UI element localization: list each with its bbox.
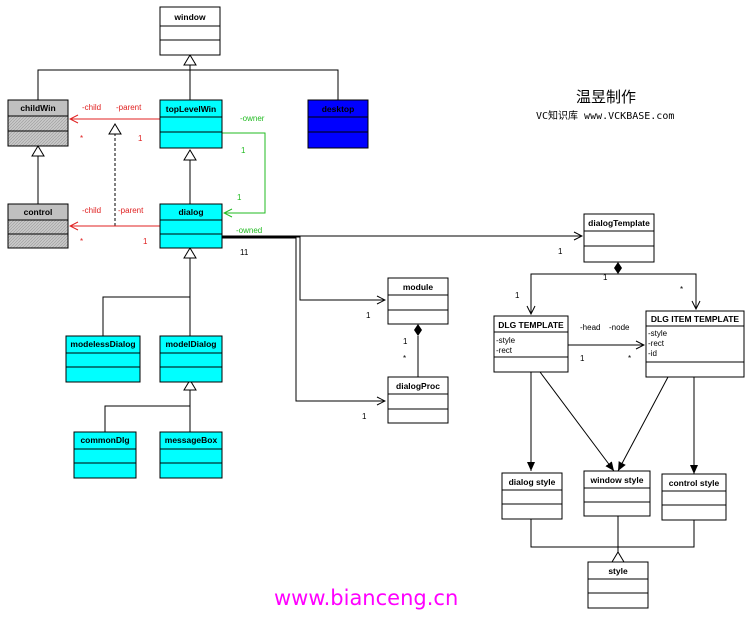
class-module[interactable]: module	[387, 277, 449, 325]
label-owner: -owner	[240, 114, 265, 123]
label-module-comp-one: 1	[403, 337, 408, 346]
class-dialogStyle[interactable]: dialog style	[501, 472, 563, 520]
label-dialogTemplate-comp: 1	[603, 273, 608, 282]
association-dialog-module	[222, 236, 385, 300]
attr-dlgItemTemplate-style: -style	[648, 329, 668, 338]
class-dialogProc[interactable]: dialogProc	[387, 376, 449, 424]
composition-diamond-module	[414, 324, 422, 336]
class-modelDialog[interactable]: modelDialog	[159, 335, 223, 383]
association-dialog-dialogProc	[222, 237, 385, 401]
label-node: -node	[609, 323, 630, 332]
generalization-styles-style	[530, 519, 695, 548]
class-controlStyle-title: control style	[669, 478, 720, 488]
class-control-title: control	[24, 207, 53, 217]
class-desktop-title: desktop	[322, 104, 355, 114]
attr-dlgItemTemplate-id: -id	[648, 349, 657, 358]
dependency-dlgItemTemplate-windowStyle	[617, 376, 669, 472]
class-dialogProc-title: dialogProc	[396, 381, 440, 391]
triangle-window	[183, 54, 197, 66]
class-control[interactable]: control	[7, 203, 69, 249]
generalization-modelessDialog-dialog	[102, 296, 190, 336]
class-dlgItemTemplate[interactable]: DLG ITEM TEMPLATE -style -rect -id	[645, 310, 745, 378]
label-child-bottom: -child	[82, 206, 101, 215]
class-modelDialog-title: modelDialog	[165, 339, 216, 349]
footer-url[interactable]: www.bianceng.cn	[274, 586, 459, 610]
association-owner-owned	[222, 132, 266, 213]
class-desktop[interactable]: desktop	[307, 99, 369, 149]
class-windowStyle[interactable]: window style	[583, 470, 651, 517]
label-dlgTemplate-mult: 1	[515, 291, 520, 300]
label-child-top: -child	[82, 103, 101, 112]
class-dlgTemplate-title: DLG TEMPLATE	[498, 320, 564, 330]
class-dialogStyle-title: dialog style	[509, 477, 556, 487]
composition-diamond-dialogTemplate	[614, 262, 622, 274]
label-dialog-mult: 11	[240, 248, 249, 257]
class-childWin-title: childWin	[20, 103, 55, 113]
class-childWin[interactable]: childWin	[7, 99, 69, 147]
triangle-dependency	[108, 123, 122, 135]
dependency-dlgTemplate-windowStyle	[539, 371, 615, 472]
class-dialog-title: dialog	[178, 207, 203, 217]
triangle-style	[611, 551, 625, 563]
label-owned-mult: 1	[237, 193, 242, 202]
label-head: -head	[580, 323, 600, 332]
label-head-mult: 1	[580, 354, 585, 363]
connectors	[37, 65, 696, 552]
label-dlgItemTemplate-mult: *	[680, 285, 683, 294]
site-watermark: VC知识库 www.VCKBASE.com	[536, 111, 675, 122]
triangle-topLevelWin	[183, 149, 197, 161]
label-dialogTemplate-mult: 1	[558, 247, 563, 256]
class-dlgItemTemplate-title: DLG ITEM TEMPLATE	[651, 314, 739, 324]
author-watermark: 温昱制作	[576, 88, 637, 106]
label-many-bottom: *	[80, 237, 83, 246]
label-module-mult: 1	[366, 311, 371, 320]
class-module-title: module	[403, 282, 433, 292]
label-dialogProc-mult: 1	[362, 412, 367, 421]
class-topLevelWin-title: topLevelWin	[166, 104, 216, 114]
class-commonDlg-title: commonDlg	[80, 435, 129, 445]
class-dialogTemplate[interactable]: dialogTemplate	[583, 213, 655, 263]
label-owner-mult: 1	[241, 146, 246, 155]
label-parent-bottom: -parent	[118, 206, 144, 215]
triangle-dialog	[183, 247, 197, 259]
label-node-mult: *	[628, 354, 631, 363]
composition-dialogTemplate-dlgTemplate	[531, 273, 618, 314]
association-labels: -child -parent * 1 -child -parent * 1 -o…	[80, 103, 683, 421]
class-commonDlg[interactable]: commonDlg	[73, 431, 137, 479]
attr-dlgItemTemplate-rect: -rect	[648, 339, 665, 348]
class-dialogTemplate-title: dialogTemplate	[588, 218, 650, 228]
label-many-top: *	[80, 134, 83, 143]
class-style-title: style	[608, 566, 628, 576]
class-controlStyle[interactable]: control style	[661, 473, 727, 521]
child-parent-associations	[70, 119, 160, 226]
class-window-title: window	[173, 12, 206, 22]
label-one-top: 1	[138, 134, 143, 143]
class-messageBox[interactable]: messageBox	[159, 431, 223, 479]
class-messageBox-title: messageBox	[165, 435, 218, 445]
label-module-comp-many: *	[403, 354, 406, 363]
class-modelessDialog[interactable]: modelessDialog	[65, 335, 141, 383]
class-modelessDialog-title: modelessDialog	[70, 339, 135, 349]
class-style[interactable]: style	[587, 561, 649, 609]
label-one-bottom: 1	[143, 237, 148, 246]
composition-dialogTemplate-dlgItemTemplate	[618, 273, 696, 309]
triangle-childWin	[31, 145, 45, 157]
triangle-modelDialog	[183, 379, 197, 391]
class-dialog[interactable]: dialog	[159, 203, 223, 249]
class-topLevelWin[interactable]: topLevelWin	[159, 99, 223, 149]
attr-dlgTemplate-style: -style	[496, 336, 516, 345]
class-dlgTemplate[interactable]: DLG TEMPLATE -style -rect	[493, 315, 569, 373]
label-parent-top: -parent	[116, 103, 142, 112]
attr-dlgTemplate-rect: -rect	[496, 346, 513, 355]
generalization-window-siblings	[37, 69, 339, 100]
label-owned: -owned	[236, 226, 262, 235]
generalization-commonDlg-modelDialog	[104, 405, 190, 432]
class-window[interactable]: window	[159, 6, 221, 56]
class-windowStyle-title: window style	[590, 475, 644, 485]
